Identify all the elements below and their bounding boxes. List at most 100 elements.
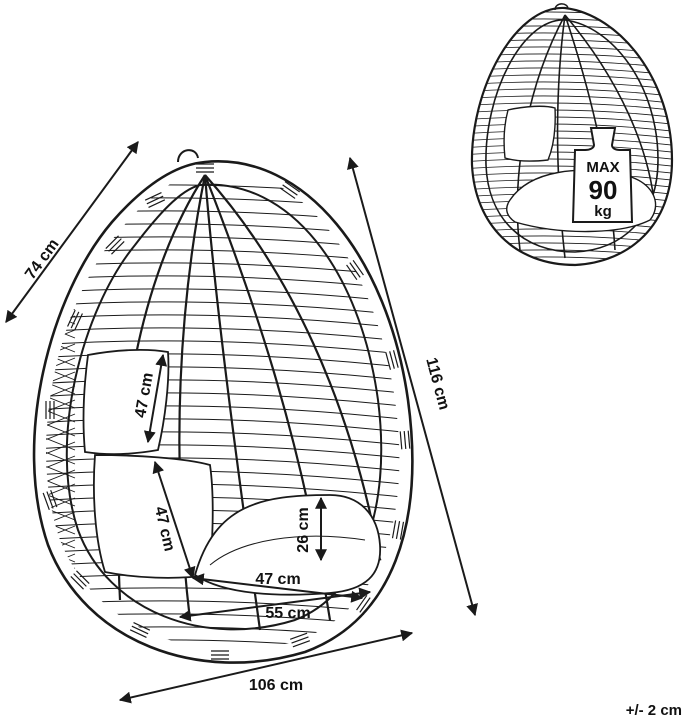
rim-band-stroke [144, 192, 162, 201]
dim-line-back-cushion [152, 460, 196, 580]
weave-slat [471, 109, 672, 119]
rim-band-stroke [70, 311, 80, 329]
dim-line-height [347, 156, 478, 617]
rim-band-stroke [129, 629, 147, 638]
weave-hatch [46, 553, 76, 577]
weave-hatch [46, 469, 76, 493]
weight-badge-max: MAX [586, 159, 619, 176]
weave-slat [46, 639, 400, 650]
weave-slat [471, 235, 672, 245]
weave-slat [46, 587, 400, 604]
rim-band-stroke [391, 520, 397, 539]
weave-slat [471, 81, 672, 91]
weave-slat [46, 366, 400, 383]
weave-slat [471, 130, 672, 140]
weave-slat [471, 95, 672, 105]
label-cushion-thickness: 26 cm [295, 507, 312, 552]
weave-slat [46, 600, 400, 617]
weave-slat [46, 301, 400, 318]
weave-slat [471, 158, 672, 168]
weave-slat [46, 197, 400, 214]
weave-hatch [46, 637, 76, 650]
label-seat-width: 55 cm [265, 605, 310, 622]
weave-slat [46, 418, 400, 435]
rim-band-stroke [282, 184, 298, 196]
weight-badge-value: 90 [589, 175, 618, 205]
rim-band-stroke [399, 431, 403, 450]
weight-badge-unit: kg [594, 203, 612, 220]
small-chair-illustration [470, 3, 674, 267]
dim-line-pillow [143, 353, 168, 444]
weave-hatch [46, 581, 76, 605]
rim-band-stroke [50, 489, 58, 508]
weave-slat [471, 46, 672, 56]
main-chair-illustration [32, 149, 414, 664]
weave-rib [564, 14, 656, 211]
rim-band-stroke [133, 622, 151, 631]
rim-band-stroke [385, 352, 392, 370]
rim-band-stroke [105, 235, 119, 249]
rim-band-stroke [108, 238, 122, 252]
weave-slat [46, 236, 400, 253]
weave-slat [471, 123, 672, 133]
weave-slat [46, 223, 400, 240]
weave-slat [471, 53, 672, 63]
weave-hatch [46, 623, 76, 647]
rim-band-stroke [146, 195, 164, 205]
weight-badge: MAX 90 kg [571, 127, 634, 223]
weave-hatch [46, 637, 76, 650]
label-depth: 106 cm [249, 677, 303, 694]
weave-slat [46, 379, 400, 396]
weave-hatch [46, 413, 76, 437]
tolerance-note: +/- 2 cm [626, 702, 682, 719]
weave-hatch [46, 301, 76, 325]
weave-slat [471, 32, 672, 42]
label-height: 116 cm [422, 356, 452, 412]
weave-hatch [46, 595, 76, 619]
weave-hatch [46, 427, 76, 451]
rim-band-stroke [73, 573, 87, 587]
rim-band-stroke [349, 262, 361, 278]
weave-slat [471, 116, 672, 126]
rim-band-stroke [70, 576, 84, 590]
weave-slat [471, 137, 672, 147]
weave-slat [46, 392, 400, 409]
weave-hatch [46, 609, 76, 633]
weave-hatch [46, 441, 76, 465]
weave-slat [471, 256, 672, 266]
weave-hatch [46, 455, 76, 479]
weight-icon [571, 127, 634, 223]
rim-band-stroke [76, 570, 90, 584]
weave-slat [471, 11, 672, 21]
weave-hatch [46, 595, 76, 619]
weave-hatch [46, 553, 76, 577]
rim-band-stroke [46, 491, 54, 509]
weave-slat [471, 88, 672, 98]
rim-band-stroke [403, 430, 407, 450]
weave-hatch [46, 315, 76, 339]
weave-slat [46, 405, 400, 422]
rim-band-stroke [42, 492, 50, 511]
rim-band-stroke [346, 264, 358, 281]
weave-slat [471, 74, 672, 84]
weave-slat [471, 144, 672, 154]
weave-slat [471, 242, 672, 252]
weave-hatch [46, 623, 76, 647]
rim-band-stroke [284, 181, 301, 193]
rim-band-stroke [395, 521, 401, 539]
weave-slat [471, 151, 672, 161]
weave-slat [46, 275, 400, 292]
label-top-width: 74 cm [22, 236, 62, 283]
rim-band-stroke [111, 241, 125, 255]
weave-slat [46, 444, 400, 461]
rim-band-stroke [407, 430, 411, 449]
rim-band-stroke [362, 599, 374, 616]
dimension-lines [5, 141, 478, 704]
rim-band-stroke [148, 199, 166, 208]
rim-band-stroke [389, 351, 395, 369]
weave-slat [46, 340, 400, 357]
weave-slat [46, 288, 400, 305]
weave-slat [471, 39, 672, 49]
